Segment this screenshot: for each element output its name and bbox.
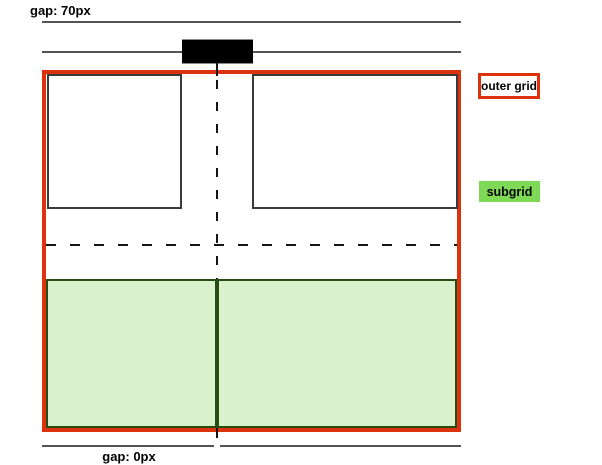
grid-item-2: [252, 74, 458, 209]
subgrid-divider-tick: [216, 428, 218, 438]
gap-center-top-tick: [216, 62, 218, 76]
subgrid-gap-label: gap: 0px: [102, 449, 156, 464]
legend-outer-grid-label: outer grid: [481, 79, 537, 93]
column-gap-swatch: [182, 39, 253, 64]
subgrid-track1-dimension-line: [42, 445, 214, 447]
column2-dimension-line: [253, 51, 461, 53]
legend-subgrid: subgrid: [479, 181, 540, 202]
legend-outer-grid: outer grid: [478, 73, 540, 99]
row-gap-center-dash-line: [46, 244, 457, 246]
grid-width-dimension-line: [42, 21, 461, 23]
subgrid-cell-2: [217, 279, 457, 428]
grid-item-1: [47, 74, 182, 209]
subgrid-track2-dimension-line: [220, 445, 461, 447]
column-gap-center-dash-line: [216, 80, 218, 280]
outer-gap-label: gap: 70px: [30, 3, 91, 18]
column1-dimension-line: [42, 51, 182, 53]
subgrid-cell-1: [46, 279, 217, 428]
legend-subgrid-label: subgrid: [486, 184, 533, 199]
